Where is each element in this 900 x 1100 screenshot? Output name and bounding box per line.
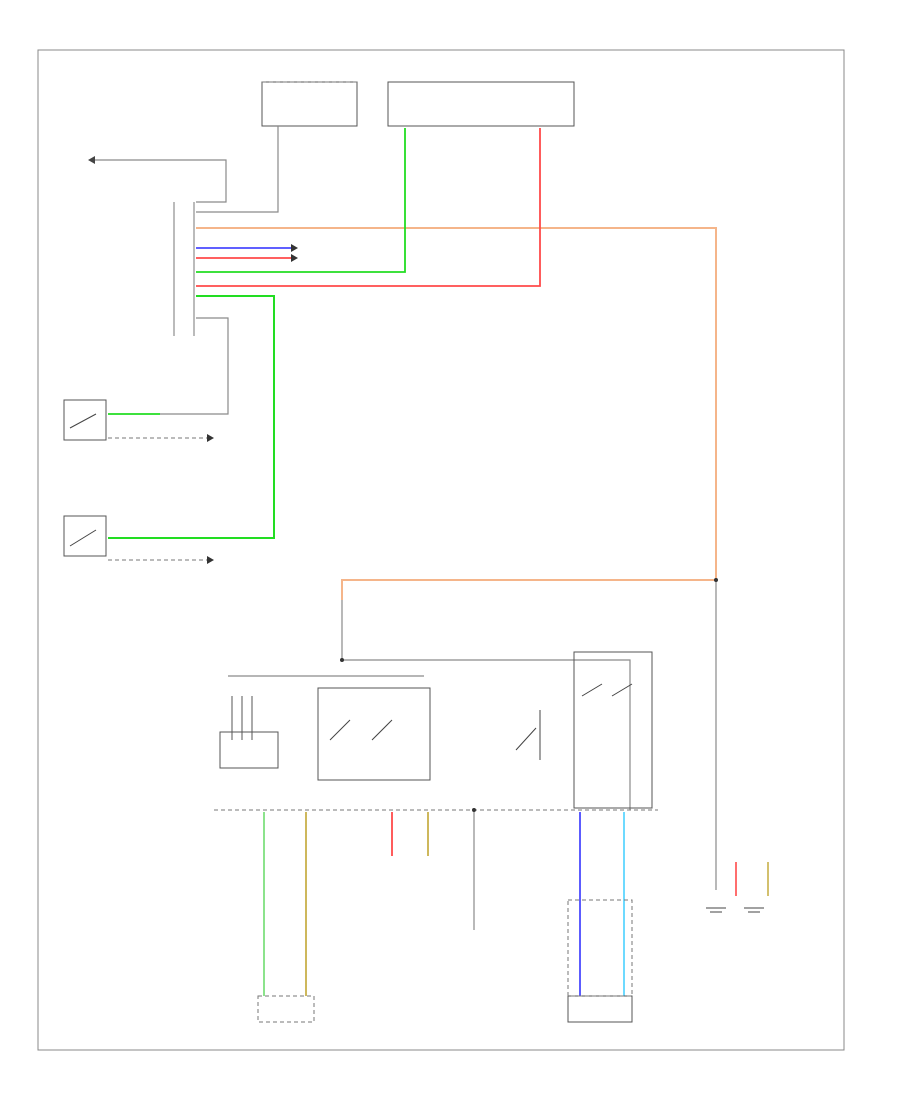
switch-contact-icon bbox=[69, 529, 97, 547]
arrow-icon bbox=[207, 434, 214, 442]
switch-contact-icon bbox=[371, 719, 393, 741]
switch-contact-icon bbox=[329, 719, 351, 741]
switch-contact-icon bbox=[581, 683, 603, 697]
ground-loop-wire bbox=[92, 159, 227, 203]
right-small-switch bbox=[706, 580, 769, 913]
right-relay-block bbox=[573, 651, 653, 809]
arrow-icon bbox=[291, 244, 298, 252]
right-door-module bbox=[567, 899, 633, 1023]
gray-wire-to-bcm bbox=[341, 600, 631, 810]
switch-block-left bbox=[219, 696, 279, 769]
connector-icon bbox=[340, 658, 344, 662]
wire-module-to-connector bbox=[196, 126, 279, 213]
main-connector-block bbox=[173, 202, 195, 336]
green-wire-left bbox=[108, 295, 275, 539]
switch-block-center bbox=[317, 687, 431, 781]
right-front-switch bbox=[63, 515, 107, 557]
ground-icon bbox=[706, 907, 726, 913]
top-left-module bbox=[261, 81, 358, 127]
connector-icon bbox=[714, 578, 718, 582]
gray-branch-wire bbox=[160, 317, 229, 415]
diagram-frame bbox=[37, 49, 845, 1051]
arrow-icon bbox=[207, 556, 214, 564]
connector-icon bbox=[472, 808, 476, 812]
green-wire-top bbox=[196, 128, 406, 273]
arrow-icon bbox=[88, 156, 95, 164]
left-door-module bbox=[257, 995, 315, 1023]
left-front-switch bbox=[63, 399, 107, 441]
ground-icon bbox=[744, 907, 764, 913]
switch-contact-icon bbox=[611, 683, 633, 697]
switch-contact-icon bbox=[69, 413, 97, 429]
arrow-icon bbox=[291, 254, 298, 262]
top-center-module bbox=[387, 81, 575, 127]
red-wire-top bbox=[196, 128, 541, 287]
switch-contact-icon bbox=[515, 727, 537, 751]
